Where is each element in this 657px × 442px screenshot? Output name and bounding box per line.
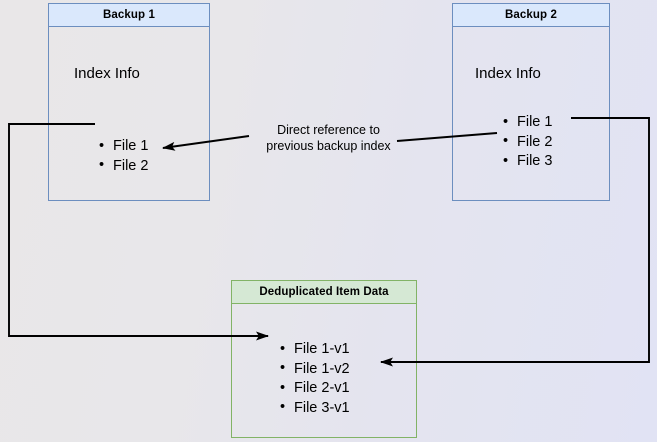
backup2-file-list: File 1 File 2 File 3 [501, 113, 553, 172]
backup1-index-info-label: Index Info [74, 65, 140, 82]
dedup-file-list: File 1-v1 File 1-v2 File 2-v1 File 3-v1 [278, 340, 350, 418]
dedup-list-item[interactable]: File 2-v1 [280, 379, 350, 399]
dedup-list-item[interactable]: File 1-v2 [280, 359, 350, 380]
backup2-list-item[interactable]: File 1 [503, 113, 553, 133]
dedup-body: File 1-v1 File 1-v2 File 2-v1 File 3-v1 [232, 304, 416, 437]
backup2-header: Backup 2 [453, 4, 609, 27]
dedup-list-item[interactable]: File 3-v1 [280, 398, 350, 419]
backup1-list-item[interactable]: File 2 [99, 156, 149, 177]
backup2-index-info-label: Index Info [475, 65, 541, 82]
backup2-body: Index Info File 1 File 2 File 3 [453, 27, 609, 200]
backup1-file-list: File 1 File 2 [97, 137, 149, 177]
backup2-box[interactable]: Backup 2 Index Info File 1 File 2 File 3 [452, 3, 610, 201]
backup2-list-item[interactable]: File 2 [503, 132, 553, 153]
backup1-header: Backup 1 [49, 4, 209, 27]
backup1-box[interactable]: Backup 1 Index Info File 1 File 2 [48, 3, 210, 201]
direct-reference-caption: Direct reference to previous backup inde… [266, 123, 391, 153]
dedup-list-item[interactable]: File 1-v1 [280, 340, 350, 360]
backup2-list-item[interactable]: File 3 [503, 152, 553, 172]
backup1-body: Index Info File 1 File 2 [49, 27, 209, 200]
dedup-header: Deduplicated Item Data [232, 281, 416, 304]
backup1-list-item[interactable]: File 1 [99, 137, 149, 157]
deduplicated-item-data-box[interactable]: Deduplicated Item Data File 1-v1 File 1-… [231, 280, 417, 438]
